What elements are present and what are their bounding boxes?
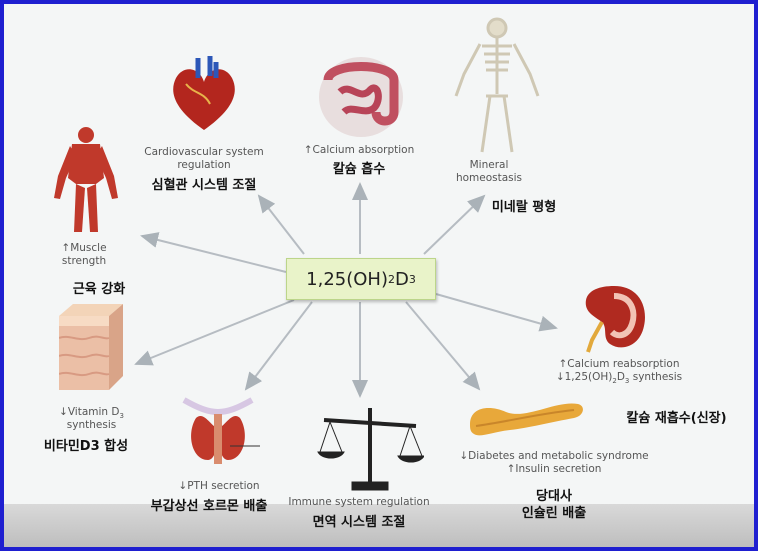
pancreas-icon <box>470 403 583 436</box>
kidney-label-2-suffix: synthesis <box>629 371 683 383</box>
muscle-label-ko: 근육 강화 <box>72 282 126 297</box>
arrow-to-muscle <box>140 232 287 273</box>
arrow-to-diabetes <box>405 301 481 391</box>
mineral-label-1: Mineral <box>469 159 509 171</box>
arrow-to-kidney <box>435 293 558 332</box>
intestine-icon <box>319 57 403 137</box>
center-sub1: 2 <box>387 272 395 286</box>
vitd-label-2: synthesis <box>66 419 117 431</box>
heart-icon <box>173 56 235 130</box>
diabetes-label-ko-2: 인슐린 배출 <box>521 506 587 521</box>
kidney-label-2-sub1: 2 <box>612 377 617 386</box>
diabetes-label-ko-1: 당대사 <box>536 489 572 504</box>
vitd-label-ko: 비타민D3 합성 <box>43 439 129 454</box>
diabetes-label-2: ↑Insulin secretion <box>506 463 602 475</box>
floor-band <box>4 504 754 547</box>
kidney-label-2-prefix: ↓1,25(OH) <box>555 371 613 383</box>
mineral-label-2: homeostasis <box>455 172 523 184</box>
kidney-icon <box>585 286 645 353</box>
vitd-label-1: ↓Vitamin D3 <box>44 406 139 423</box>
arrow-to-cardio <box>257 194 305 255</box>
muscle-label-1: ↑Muscle <box>61 242 107 254</box>
calcium-absorption-label: ↑Calcium absorption <box>303 144 415 156</box>
cardio-label-2: regulation <box>177 159 231 171</box>
center-mid: D <box>394 268 409 290</box>
skin-icon <box>59 304 123 390</box>
immune-label: Immune system regulation <box>288 496 430 508</box>
pth-label-ko: 부갑상선 호르몬 배출 <box>150 499 268 514</box>
vitd-label-1-prefix: ↓Vitamin D <box>59 406 120 418</box>
kidney-label-ko: 칼슘 재흡수(신장) <box>626 411 727 426</box>
kidney-label-2-sub2: 3 <box>624 377 630 386</box>
arrow-to-mineral <box>423 194 486 255</box>
muscle-figure-icon <box>54 127 118 232</box>
kidney-label-2-mid: D <box>616 371 625 383</box>
center-prefix: 1,25(OH) <box>306 268 388 290</box>
arrow-to-pth <box>244 301 313 391</box>
thyroid-icon <box>182 397 260 464</box>
arrows-layer <box>134 182 558 398</box>
pth-label: ↓PTH secretion <box>178 480 260 492</box>
vitd-label-1-sub: 3 <box>119 412 124 421</box>
cardio-label-1: Cardiovascular system <box>144 146 264 158</box>
kidney-label-1: ↑Calcium reabsorption <box>558 358 680 370</box>
cardio-label-ko: 심혈관 시스템 조절 <box>151 178 257 193</box>
muscle-label-2: strength <box>61 255 107 267</box>
diabetes-label-1: ↓Diabetes and metabolic syndrome <box>459 450 649 462</box>
center-sub2: 3 <box>408 272 416 286</box>
scale-icon <box>317 408 424 491</box>
immune-label-ko: 면역 시스템 조절 <box>312 515 406 530</box>
arrow-to-vitd <box>134 299 295 366</box>
mineral-label-ko: 미네랄 평형 <box>491 200 557 215</box>
calcium-absorption-ko: 칼슘 흡수 <box>332 162 386 177</box>
kidney-label-2: ↓1,25(OH)2D3 synthesis <box>544 371 694 388</box>
skeleton-icon <box>454 17 540 153</box>
